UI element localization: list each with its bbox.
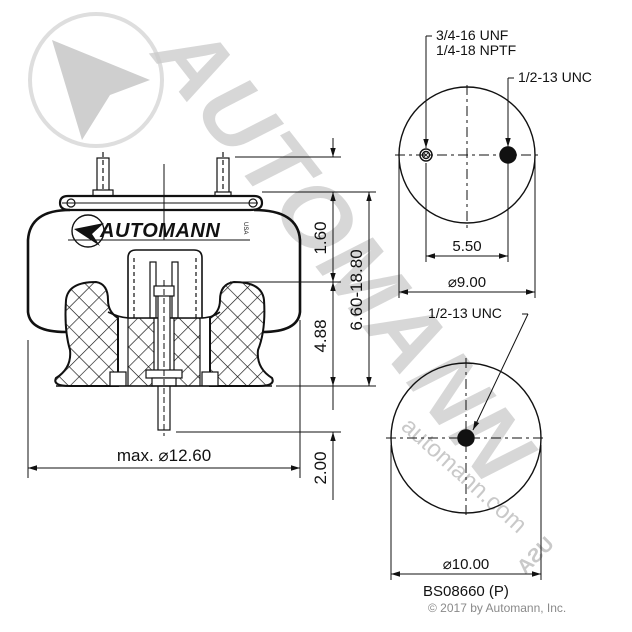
logo-text: AUTOMANN bbox=[99, 220, 220, 242]
copyright: © 2017 by Automann, Inc. bbox=[428, 601, 566, 615]
automann-logo: AUTOMANN USA bbox=[71, 214, 248, 248]
port-callout-line1: 3/4-16 UNF bbox=[436, 27, 508, 43]
port-callout-line2: 1/4-18 NPTF bbox=[436, 42, 516, 58]
bottom-stud-callout: 1/2-13 UNC bbox=[428, 305, 502, 321]
dim-stud-length: 2.00 bbox=[311, 451, 330, 484]
piston-left bbox=[54, 280, 119, 387]
dim-stroke-range: 6.60-18.80 bbox=[347, 249, 366, 330]
watermark-suffix: USA bbox=[513, 533, 558, 578]
bottom-stud-hole-icon bbox=[457, 429, 475, 447]
side-dimensions bbox=[27, 138, 376, 500]
part-number: BS08660 (P) bbox=[423, 583, 509, 600]
top-stud-spacing: 5.50 bbox=[452, 238, 481, 255]
dim-max-diameter: max. ⌀12.60 bbox=[117, 446, 211, 465]
top-stud-callout: 1/2-13 UNC bbox=[518, 69, 592, 85]
air-port-icon bbox=[419, 148, 433, 162]
dim-piston-height: 4.88 bbox=[311, 319, 330, 352]
bellows bbox=[26, 208, 302, 334]
bottom-view bbox=[386, 313, 547, 580]
top-stud-left bbox=[92, 152, 114, 200]
top-view bbox=[395, 35, 540, 298]
logo-suffix: USA bbox=[242, 222, 248, 234]
bumper bbox=[127, 249, 203, 318]
watermark-arrow-icon bbox=[52, 40, 150, 140]
logo-arrow-icon bbox=[74, 223, 104, 246]
side-view: AUTOMANN USA bbox=[26, 152, 302, 436]
top-stud-hole-icon bbox=[499, 146, 517, 164]
piston-right bbox=[209, 280, 274, 387]
dim-top-height: 1.60 bbox=[311, 221, 330, 254]
logo-circle-icon bbox=[71, 214, 105, 248]
top-stud-right bbox=[214, 152, 232, 200]
watermark-circle-icon bbox=[28, 12, 164, 148]
top-diameter: ⌀9.00 bbox=[448, 274, 486, 291]
bottom-diameter: ⌀10.00 bbox=[443, 556, 490, 573]
